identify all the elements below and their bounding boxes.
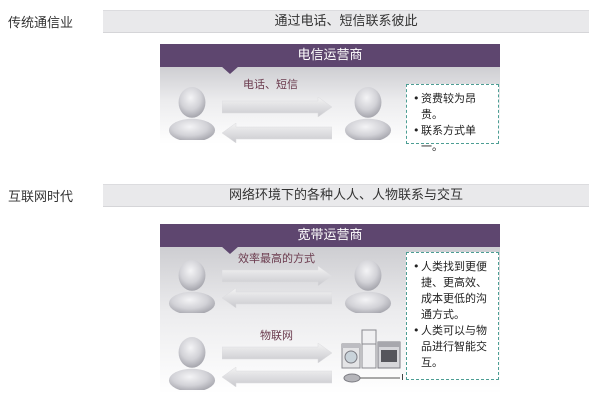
appliances-icon: [341, 329, 401, 383]
arrow-label-efficient: 效率最高的方式: [238, 252, 315, 265]
section-label-traditional: 传统通信业: [8, 16, 74, 31]
provider-connector: [221, 246, 239, 254]
provider-bar-broadband: 宽带运营商: [160, 224, 500, 247]
note-box-traditional: 资费较为昂贵。 联系方式单一。: [406, 84, 499, 153]
arrow-left-icon: [222, 288, 332, 308]
arrow-label-phone-sms: 电话、短信: [243, 78, 298, 91]
section-description-bar: 网络环境下的各种人人、人物联系与交互: [103, 184, 589, 207]
note-item: 人类可以与物品进行智能交互。: [413, 323, 494, 371]
person-icon: [168, 257, 216, 313]
person-icon: [168, 334, 216, 390]
provider-connector: [221, 66, 239, 74]
section-description-bar: 通过电话、短信联系彼此: [103, 10, 589, 33]
provider-bar-telecom: 电信运营商: [160, 44, 500, 67]
arrow-left-icon: [222, 123, 332, 143]
note-box-internet: 人类找到更便捷、更高效、成本更低的沟通方式。 人类可以与物品进行智能交互。: [406, 252, 499, 380]
note-item: 人类找到更便捷、更高效、成本更低的沟通方式。: [413, 259, 494, 323]
section-label-internet: 互联网时代: [8, 190, 74, 205]
person-icon: [168, 84, 216, 140]
arrow-left-icon: [222, 367, 332, 387]
person-icon: [344, 84, 392, 140]
arrow-right-icon: [222, 97, 332, 117]
appliance-line-tick: [402, 374, 403, 380]
arrow-right-icon: [222, 266, 332, 286]
arrow-label-iot: 物联网: [260, 329, 293, 342]
note-item: 资费较为昂贵。: [413, 91, 494, 123]
person-icon: [344, 257, 392, 313]
arrow-right-icon: [222, 343, 332, 363]
note-item: 联系方式单一。: [413, 123, 494, 155]
